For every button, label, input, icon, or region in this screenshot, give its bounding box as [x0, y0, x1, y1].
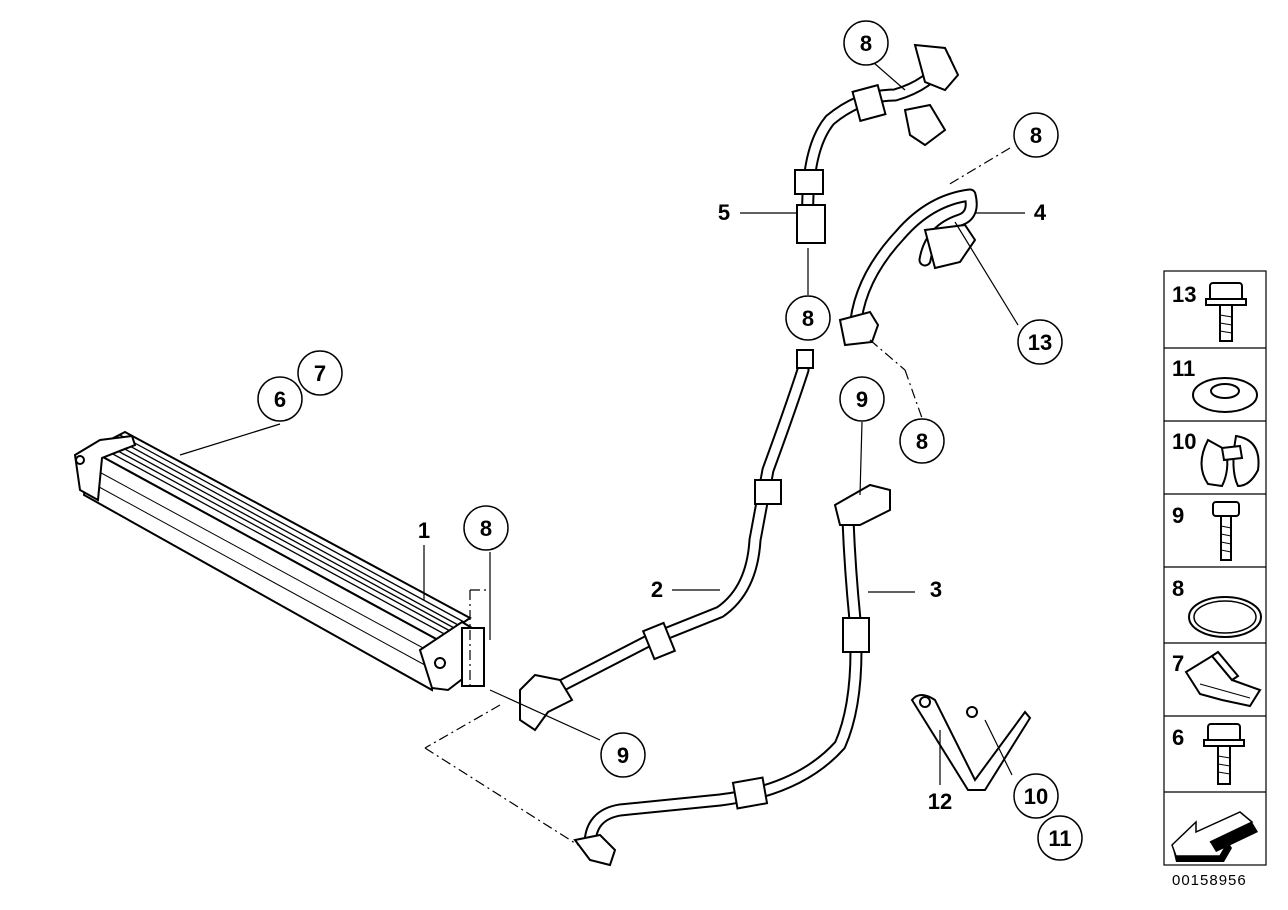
svg-text:7: 7	[314, 361, 326, 386]
hose-2	[519, 349, 814, 732]
legend-item-8: 8	[1172, 576, 1262, 638]
legend-label-6: 6	[1172, 725, 1184, 750]
direction-arrow-icon	[1171, 811, 1258, 862]
svg-text:8: 8	[860, 31, 872, 56]
spring-clip-icon	[1184, 650, 1262, 708]
svg-text:13: 13	[1028, 330, 1052, 355]
callout-8-hose5-top: 8	[843, 20, 889, 66]
legend-label-7: 7	[1172, 651, 1184, 676]
label-1: 1	[418, 518, 430, 543]
legend-item-9: 9	[1172, 501, 1240, 561]
callout-7: 7	[297, 350, 343, 396]
callout-8-pipe4-top: 8	[1013, 112, 1059, 158]
leader-lines	[179, 55, 1025, 846]
screw-icon	[1212, 501, 1240, 561]
hose-5	[794, 43, 960, 244]
callout-13: 13	[1017, 319, 1063, 365]
callout-10: 10	[1013, 773, 1059, 819]
bracket-12	[910, 694, 1032, 791]
legend-item-10: 10	[1172, 429, 1260, 488]
callout-8-hose5-bottom: 8	[785, 295, 831, 341]
callout-8-pipe4-bottom: 8	[899, 418, 945, 464]
label-3: 3	[930, 577, 942, 602]
svg-text:10: 10	[1024, 784, 1048, 809]
label-5: 5	[718, 200, 730, 225]
hex-bolt-icon	[1203, 723, 1245, 785]
legend-label-10: 10	[1172, 429, 1196, 454]
seal-ring-icon	[1188, 596, 1262, 638]
label-12: 12	[928, 789, 952, 814]
svg-text:8: 8	[802, 306, 814, 331]
hose-clip-icon	[1200, 434, 1260, 488]
svg-text:9: 9	[617, 743, 629, 768]
label-2: 2	[651, 577, 663, 602]
svg-text:6: 6	[274, 387, 286, 412]
svg-text:8: 8	[916, 429, 928, 454]
legend-label-13: 13	[1172, 282, 1196, 307]
legend-item-11: 11	[1172, 356, 1258, 413]
washer-icon	[1192, 377, 1258, 413]
callout-9-cooler: 9	[600, 732, 646, 778]
oil-cooler	[73, 430, 485, 692]
legend-item-13: 13	[1172, 282, 1247, 342]
legend-label-11: 11	[1172, 356, 1195, 381]
legend-panel: 13 11 10	[1163, 270, 1267, 866]
legend-item-6: 6	[1172, 723, 1245, 785]
svg-text:8: 8	[480, 516, 492, 541]
svg-text:9: 9	[856, 387, 868, 412]
flange-bolt-icon	[1205, 282, 1247, 342]
callout-6: 6	[257, 376, 303, 422]
document-number: 00158956	[1172, 872, 1247, 889]
callout-8-cooler: 8	[463, 505, 509, 551]
hose-3	[573, 483, 891, 867]
pipe-4	[838, 188, 978, 347]
svg-text:8: 8	[1030, 123, 1042, 148]
legend-label-8: 8	[1172, 576, 1184, 601]
legend-item-7: 7	[1172, 650, 1262, 708]
legend-label-9: 9	[1172, 503, 1184, 528]
callout-11: 11	[1037, 815, 1083, 861]
label-4: 4	[1034, 200, 1047, 225]
svg-text:11: 11	[1048, 826, 1071, 851]
callout-9-hose3: 9	[839, 376, 885, 422]
